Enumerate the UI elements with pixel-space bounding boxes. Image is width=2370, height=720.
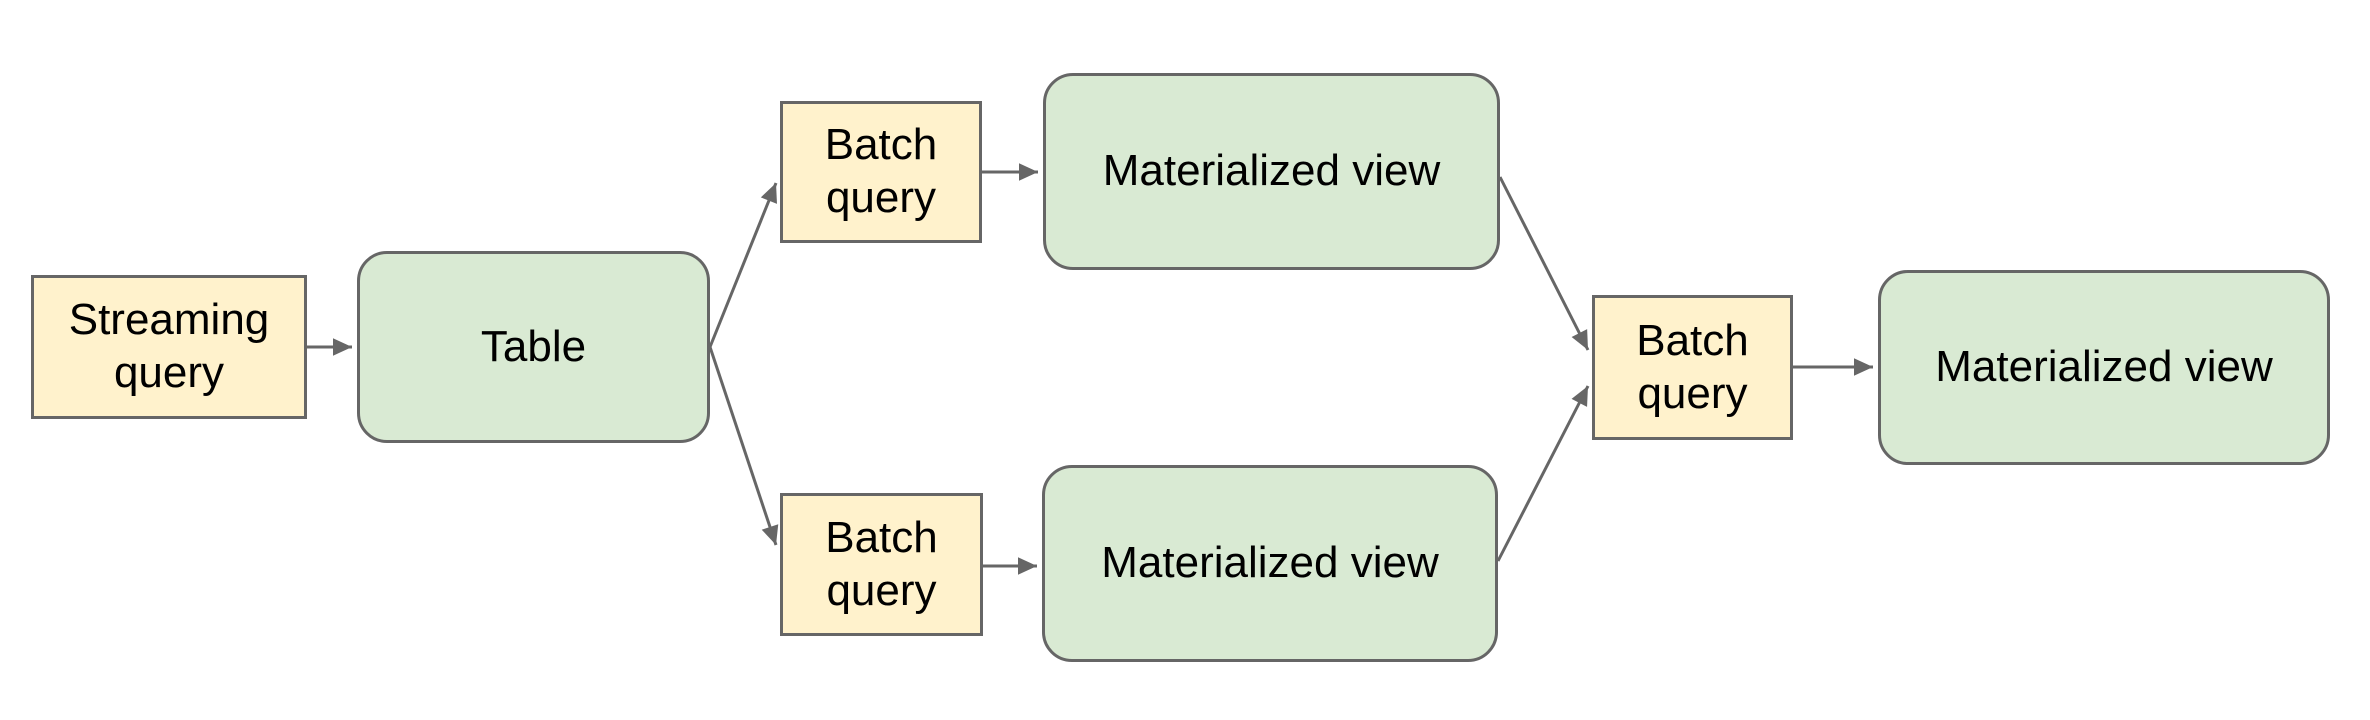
- node-label-materialized-view-right: Materialized view: [1935, 342, 2273, 392]
- edge-materialized-view-top-to-batch-query-right: [1498, 176, 1590, 351]
- node-label-batch-query-bottom: Batch query: [825, 512, 938, 615]
- node-batch-query-right: Batch query: [1592, 295, 1793, 440]
- node-materialized-view-top: Materialized view: [1043, 73, 1500, 270]
- node-label-materialized-view-top: Materialized view: [1102, 146, 1441, 196]
- edge-table-to-batch-query-top: [708, 182, 778, 348]
- node-materialized-view-bottom: Materialized view: [1042, 465, 1498, 662]
- node-label-batch-query-right: Batch query: [1636, 315, 1749, 418]
- node-batch-query-top: Batch query: [780, 101, 982, 243]
- node-label-batch-query-top: Batch query: [824, 120, 938, 222]
- node-label-materialized-view-bottom: Materialized view: [1101, 538, 1439, 588]
- edge-materialized-view-bottom-to-batch-query-right: [1496, 385, 1590, 562]
- node-materialized-view-right: Materialized view: [1878, 270, 2330, 465]
- node-label-table: Table: [480, 321, 587, 371]
- edge-table-to-batch-query-bottom: [708, 346, 779, 546]
- node-streaming-query: Streaming query: [31, 275, 307, 419]
- node-batch-query-bottom: Batch query: [780, 493, 983, 636]
- node-label-streaming-query: Streaming query: [68, 295, 270, 397]
- node-table: Table: [357, 251, 710, 443]
